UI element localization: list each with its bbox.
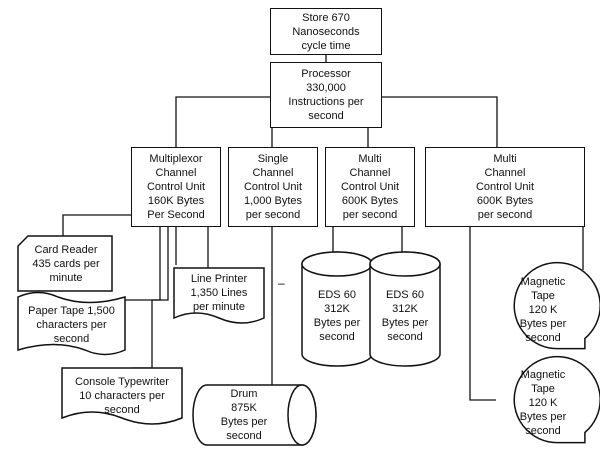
connector-processor-bus — [175, 96, 498, 147]
card-reader-shape — [17, 235, 113, 292]
device-line: Bytes per — [313, 317, 361, 329]
device-line: second — [104, 404, 140, 416]
channel-line: 160K Bytes — [147, 195, 205, 207]
channel-line: Single — [257, 153, 289, 165]
device-line: 435 cards per — [32, 258, 100, 270]
console-typewriter-shape — [61, 367, 183, 425]
channel-line: Control Unit — [475, 181, 535, 193]
store-line: cycle time — [301, 39, 351, 52]
channel-line: Control Unit — [340, 181, 400, 193]
channel-line: Multi — [493, 153, 517, 165]
eds-1-top — [301, 251, 373, 277]
store-line: Store 670 — [302, 11, 350, 24]
device-line: second — [525, 332, 561, 344]
channel-line: Channel — [252, 167, 294, 179]
connector-multi-tapes — [469, 227, 584, 401]
device-line: Tape — [531, 383, 555, 395]
connector-mux-paper-tape — [125, 227, 161, 301]
mag-tape-1-label: Magnetic Tape 120 K Bytes per second — [500, 270, 586, 350]
stray-dash-mark: – — [278, 276, 285, 290]
channel-line: Multi — [358, 153, 382, 165]
device-line: second — [53, 333, 90, 345]
device-line: EDS 60 — [386, 289, 424, 301]
device-line: second — [525, 425, 561, 437]
device-line: Bytes per — [220, 416, 268, 428]
device-line: 120 K — [528, 304, 558, 316]
channel-line: Multiplexor — [149, 153, 203, 165]
paper-tape-label: Paper Tape 1,500 characters per second — [18, 300, 125, 350]
device-line: per minute — [193, 301, 245, 313]
device-line: second — [387, 331, 423, 343]
device-line: 10 characters per — [79, 390, 165, 402]
channel-line: 600K Bytes — [341, 195, 399, 207]
channel-line: 1,000 Bytes — [243, 195, 303, 207]
eds-2-label: EDS 60 312K Bytes per second — [370, 282, 440, 350]
channel-line: Channel — [484, 167, 526, 179]
mag-tape-1-shape — [513, 261, 600, 350]
channel-line: Channel — [349, 167, 391, 179]
paper-tape-shape — [17, 291, 126, 356]
mag-tape-2-label: Magnetic Tape 120 K Bytes per second — [500, 363, 586, 443]
store-line: Nanoseconds — [292, 25, 360, 38]
device-line: Console Typewriter — [75, 376, 169, 388]
eds-1-label: EDS 60 312K Bytes per second — [302, 282, 372, 350]
device-line: characters per — [36, 319, 107, 331]
single-channel-box: Single Channel Control Unit 1,000 Bytes … — [228, 147, 318, 227]
channel-line: 600K Bytes — [476, 195, 534, 207]
connector-multi-eds — [332, 227, 403, 252]
drum-label: Drum 875K Bytes per second — [200, 386, 288, 444]
device-line: Bytes per — [519, 318, 567, 330]
store-box: Store 670 Nanoseconds cycle time — [270, 8, 382, 55]
processor-line: second — [308, 110, 344, 122]
device-line: second — [226, 430, 262, 442]
device-line: Magnetic — [520, 276, 566, 288]
channel-line: Control Unit — [243, 181, 303, 193]
drum-end — [287, 384, 317, 446]
device-line: second — [319, 331, 355, 343]
channel-line: per second — [477, 209, 533, 221]
console-typewriter-label: Console Typewriter 10 characters per sec… — [62, 371, 182, 421]
device-line: Line Printer — [190, 273, 248, 285]
device-line: 312K — [392, 303, 418, 315]
channel-line: Channel — [155, 167, 197, 179]
processor-line: Instructions per — [288, 96, 364, 108]
processor-line: Processor — [301, 68, 351, 80]
device-line: Drum — [230, 388, 258, 400]
connector-mux-console — [132, 227, 169, 369]
device-line: 312K — [324, 303, 350, 315]
multi-channel-box-1: Multi Channel Control Unit 600K Bytes pe… — [325, 147, 415, 227]
eds-2-top — [369, 251, 441, 277]
multiplexor-channel-box: Multiplexor Channel Control Unit 160K By… — [131, 147, 221, 227]
device-line: Paper Tape 1,500 — [28, 305, 115, 317]
channel-line: Control Unit — [146, 181, 206, 193]
device-line: Magnetic — [520, 369, 566, 381]
device-line: Bytes per — [519, 411, 567, 423]
mag-tape-2-shape — [513, 355, 600, 444]
line-printer-shape — [173, 267, 265, 324]
card-reader-label: Card Reader 435 cards per minute — [20, 238, 112, 290]
processor-box: Processor 330,000 Instructions per secon… — [270, 62, 382, 128]
channel-line: Per Second — [147, 209, 205, 221]
device-line: 875K — [231, 402, 257, 414]
device-line: Bytes per — [381, 317, 429, 329]
processor-line: 330,000 — [306, 82, 346, 94]
device-line: EDS 60 — [318, 289, 356, 301]
device-line: Tape — [531, 290, 555, 302]
device-line: minute — [49, 272, 83, 284]
line-printer-label: Line Printer 1,350 Lines per minute — [174, 270, 264, 316]
device-line: 1,350 Lines — [190, 287, 248, 299]
channel-line: per second — [342, 209, 398, 221]
device-line: Card Reader — [34, 244, 98, 256]
multi-channel-box-2: Multi Channel Control Unit 600K Bytes pe… — [425, 147, 585, 227]
device-line: 120 K — [528, 397, 558, 409]
channel-line: per second — [245, 209, 301, 221]
